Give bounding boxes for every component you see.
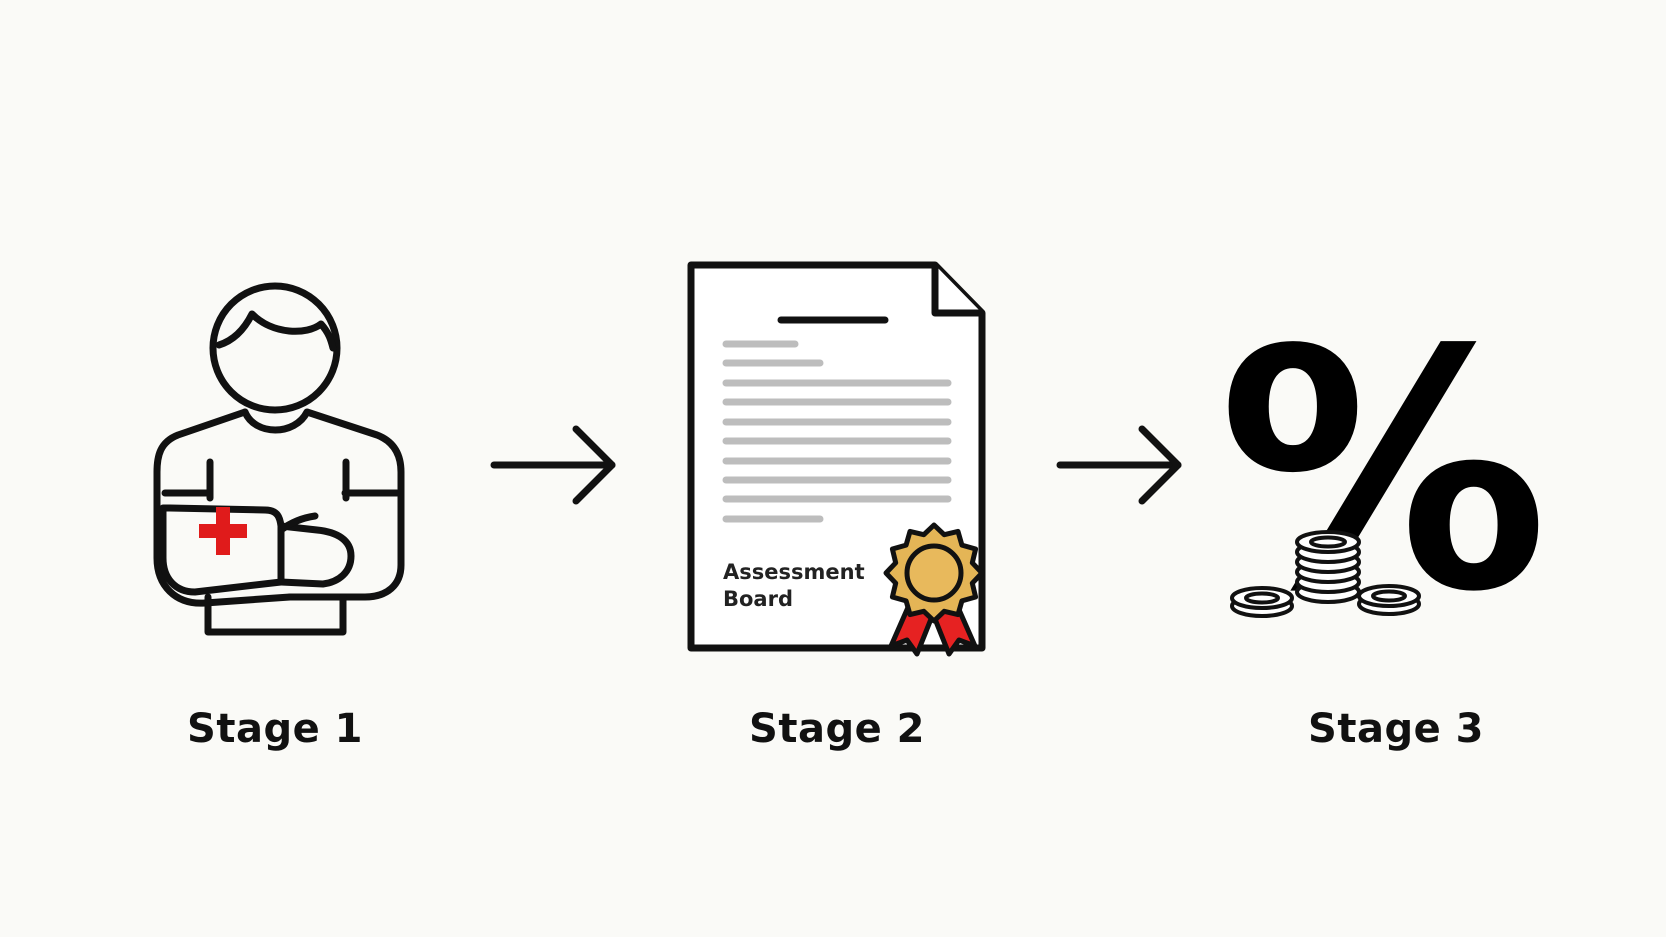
arrow-right-icon (490, 425, 616, 505)
document-text-line-2: Board (723, 587, 793, 611)
document-text-line-1: Assessment (723, 560, 865, 584)
injured-person-icon (153, 282, 405, 636)
stage-3-label: Stage 3 (1308, 706, 1484, 752)
stage-2: Assessment Board Stage 2 (637, 0, 1037, 937)
stage-1-label: Stage 1 (187, 706, 363, 752)
stage-1: Stage 1 (75, 0, 475, 937)
award-seal-icon (883, 522, 985, 624)
percent-coins-icon: % (1218, 280, 1549, 660)
arrow-right-icon (1056, 425, 1182, 505)
stage-3: % Stage 3 (1196, 0, 1596, 937)
stage-2-label: Stage 2 (749, 706, 925, 752)
assessment-document-icon: Assessment Board (687, 261, 986, 657)
coin-stack-icon (1230, 530, 1421, 618)
